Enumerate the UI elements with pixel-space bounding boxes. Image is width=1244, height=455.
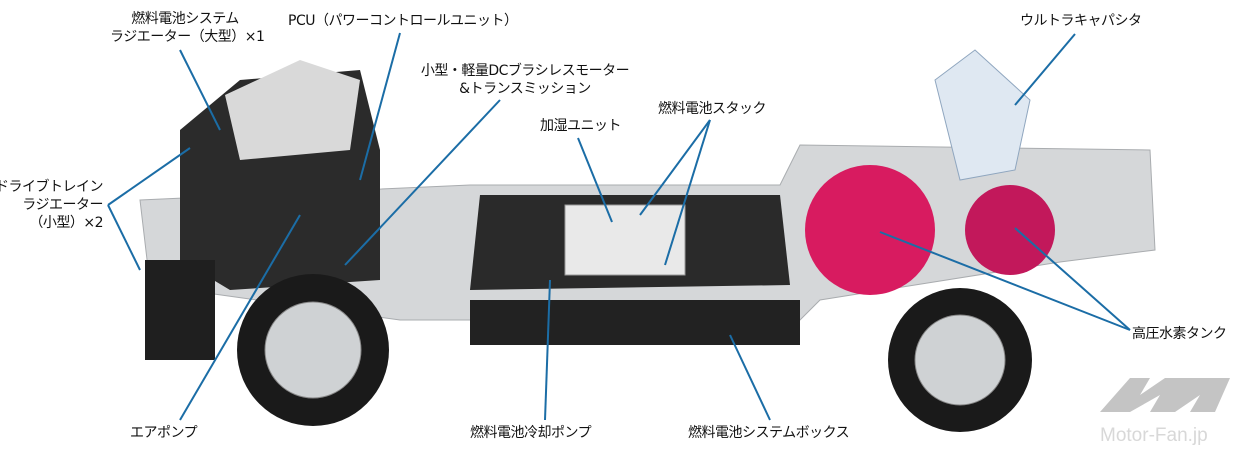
hydrogen-tank-1 [805,165,935,295]
label-ultracapacitor: ウルトラキャパシタ [1020,13,1142,29]
leader-humidifier [577,137,613,223]
leader-lines [107,32,1131,421]
leader-fc-stack [664,119,711,266]
label-line: 小型・軽量DCブラシレスモーター [420,63,630,79]
label-motor: 小型・軽量DCブラシレスモーター &トランスミッション [410,62,640,98]
label-fc-stack: 燃料電池スタック [658,101,767,117]
leader-pcu [359,32,401,181]
label-line: 燃料電池システム [131,11,239,27]
label-fc-radiator-large: 燃料電池システム ラジエーター（大型）×1 [110,10,265,46]
leader-fc-cooling-pump [544,279,551,421]
drivetrain-radiator [145,260,215,360]
label-line: ドライブトレイン [0,179,104,195]
leader-drivetrain-radiator [107,204,141,271]
front-cover [225,60,360,160]
leader-air-pump [179,214,301,421]
label-air-pump: エアポンプ [130,425,198,441]
rear-wheel-rim [914,314,1006,406]
watermark-logo [1100,378,1230,412]
label-fc-system-box: 燃料電池システムボックス [688,425,850,441]
leader-fc-stack [639,119,711,216]
ultracapacitor-unit [934,49,1031,181]
leader-fc-system-box [729,334,771,421]
hydrogen-tank-2 [965,185,1055,275]
watermark-text: Motor-Fan.jp [1100,425,1208,446]
label-line: ラジエーター（大型）×1 [110,29,265,45]
leader-motor [344,99,501,266]
label-line: ラジエーター [22,197,103,213]
fc-stack-unit [564,204,686,276]
label-humidifier: 加湿ユニット [540,118,622,134]
front-wheel-rim [264,301,362,399]
leader-hydrogen-tank [1014,227,1131,331]
label-fc-cooling-pump: 燃料電池冷却ポンプ [470,425,592,441]
leader-drivetrain-radiator [107,147,191,206]
label-hydrogen-tank: 高圧水素タンク [1132,326,1227,342]
label-line: &トランスミッション [459,81,591,97]
leader-ultracapacitor [1014,33,1076,106]
leader-hydrogen-tank [879,231,1131,331]
label-pcu: PCU（パワーコントロールユニット） [288,13,518,29]
fc-system-box [470,300,800,345]
label-drivetrain-radiator: ドライブトレイン ラジエーター （小型）×2 [0,178,104,232]
leader-fc-radiator-large [179,49,221,131]
label-line: （小型）×2 [29,215,103,231]
